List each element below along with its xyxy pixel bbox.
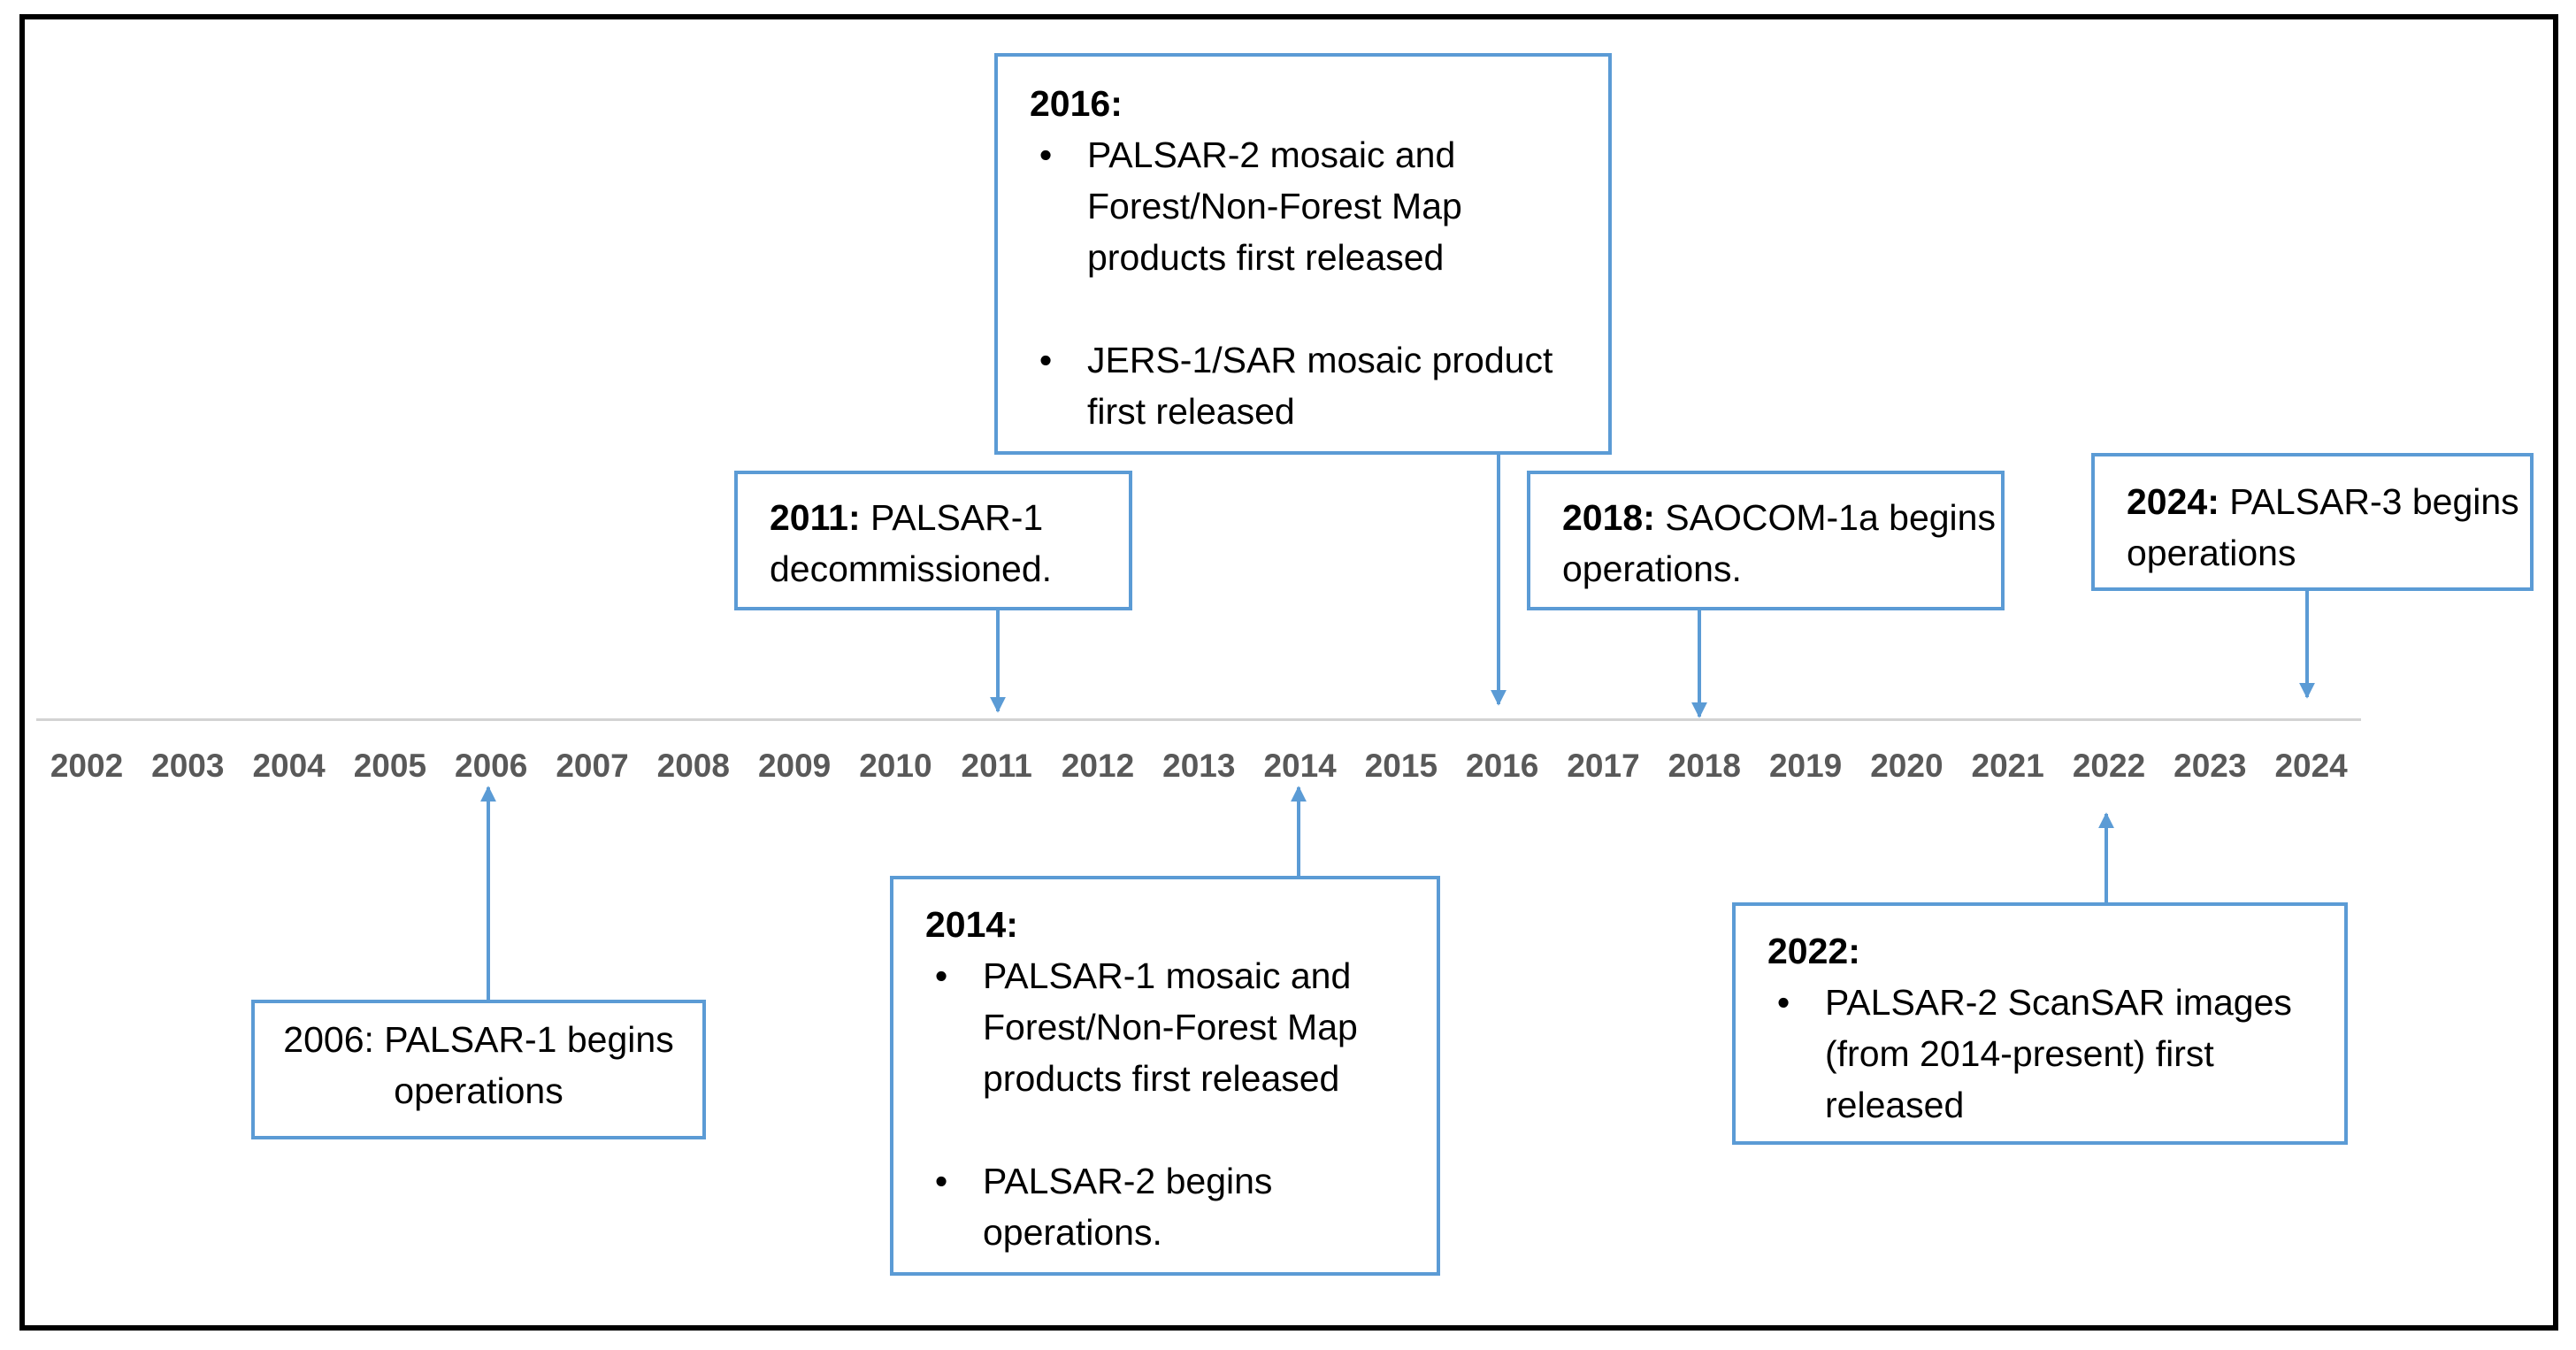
timeline-axis bbox=[36, 718, 2361, 721]
bullet-icon: • bbox=[1039, 134, 1053, 175]
year-label: 2017 bbox=[1567, 748, 1640, 784]
bullet-icon: • bbox=[1039, 340, 1053, 380]
list-item: •JERS-1/SAR mosaic product first release… bbox=[1030, 334, 1591, 437]
event-box-2006: 2006: PALSAR-1 begins operations bbox=[251, 1000, 706, 1139]
event-items: •PALSAR-2 ScanSAR images (from 2014-pres… bbox=[1767, 977, 2327, 1131]
list-item: •PALSAR-2 begins operations. bbox=[925, 1155, 1419, 1258]
event-year: 2014: bbox=[925, 904, 1018, 945]
figure-frame bbox=[19, 14, 2558, 1331]
event-year: 2016: bbox=[1030, 83, 1123, 124]
event-year: 2018: bbox=[1562, 497, 1655, 538]
event-text: PALSAR-1 decommissioned. bbox=[770, 497, 1053, 589]
year-label: 2012 bbox=[1061, 748, 1135, 784]
list-item: •PALSAR-2 ScanSAR images (from 2014-pres… bbox=[1767, 977, 2327, 1131]
event-box-2011: 2011: PALSAR-1 decommissioned. bbox=[734, 471, 1132, 610]
event-year: 2022: bbox=[1767, 931, 1860, 971]
year-label: 2013 bbox=[1162, 748, 1236, 784]
event-box-2022: 2022: •PALSAR-2 ScanSAR images (from 201… bbox=[1732, 902, 2348, 1145]
event-items: •PALSAR-2 mosaic and Forest/Non-Forest M… bbox=[1030, 129, 1591, 437]
year-label: 2020 bbox=[1870, 748, 1944, 784]
event-text: PALSAR-3 begins operations bbox=[2127, 481, 2519, 573]
year-label: 2024 bbox=[2274, 748, 2348, 784]
bullet-icon: • bbox=[934, 1161, 948, 1201]
year-label: 2019 bbox=[1768, 748, 1843, 784]
year-label: 2009 bbox=[757, 748, 832, 784]
year-label: 2015 bbox=[1364, 748, 1438, 784]
event-box-2018: 2018: SAOCOM-1a begins operations. bbox=[1527, 471, 2005, 610]
year-label: 2002 bbox=[50, 748, 124, 784]
event-box-2024: 2024: PALSAR-3 begins operations bbox=[2091, 453, 2534, 591]
year-label: 2022 bbox=[2072, 748, 2146, 784]
year-label: 2014 bbox=[1263, 748, 1337, 784]
year-label: 2006 bbox=[455, 748, 528, 784]
event-items: •PALSAR-1 mosaic and Forest/Non-Forest M… bbox=[925, 950, 1419, 1258]
year-label: 2023 bbox=[2174, 748, 2247, 784]
year-label: 2003 bbox=[151, 748, 225, 784]
year-label: 2005 bbox=[353, 748, 427, 784]
list-item: •PALSAR-1 mosaic and Forest/Non-Forest M… bbox=[925, 950, 1419, 1104]
year-label: 2004 bbox=[252, 748, 326, 784]
year-label: 2007 bbox=[556, 748, 629, 784]
year-label: 2021 bbox=[1971, 748, 2044, 784]
event-box-2014: 2014: •PALSAR-1 mosaic and Forest/Non-Fo… bbox=[890, 876, 1440, 1276]
event-year: 2024: bbox=[2127, 481, 2220, 522]
year-label: 2010 bbox=[859, 748, 932, 784]
bullet-icon: • bbox=[934, 955, 948, 996]
list-item: •PALSAR-2 mosaic and Forest/Non-Forest M… bbox=[1030, 129, 1591, 283]
year-label: 2016 bbox=[1466, 748, 1539, 784]
event-year: 2011: bbox=[770, 497, 861, 538]
year-label: 2018 bbox=[1668, 748, 1741, 784]
event-text: 2006: PALSAR-1 begins operations bbox=[283, 1019, 674, 1111]
event-text: SAOCOM-1a begins operations. bbox=[1562, 497, 1996, 589]
bullet-icon: • bbox=[1776, 982, 1790, 1023]
event-box-2016: 2016: •PALSAR-2 mosaic and Forest/Non-Fo… bbox=[994, 53, 1612, 455]
year-label: 2011 bbox=[961, 748, 1032, 784]
year-label: 2008 bbox=[656, 748, 730, 784]
